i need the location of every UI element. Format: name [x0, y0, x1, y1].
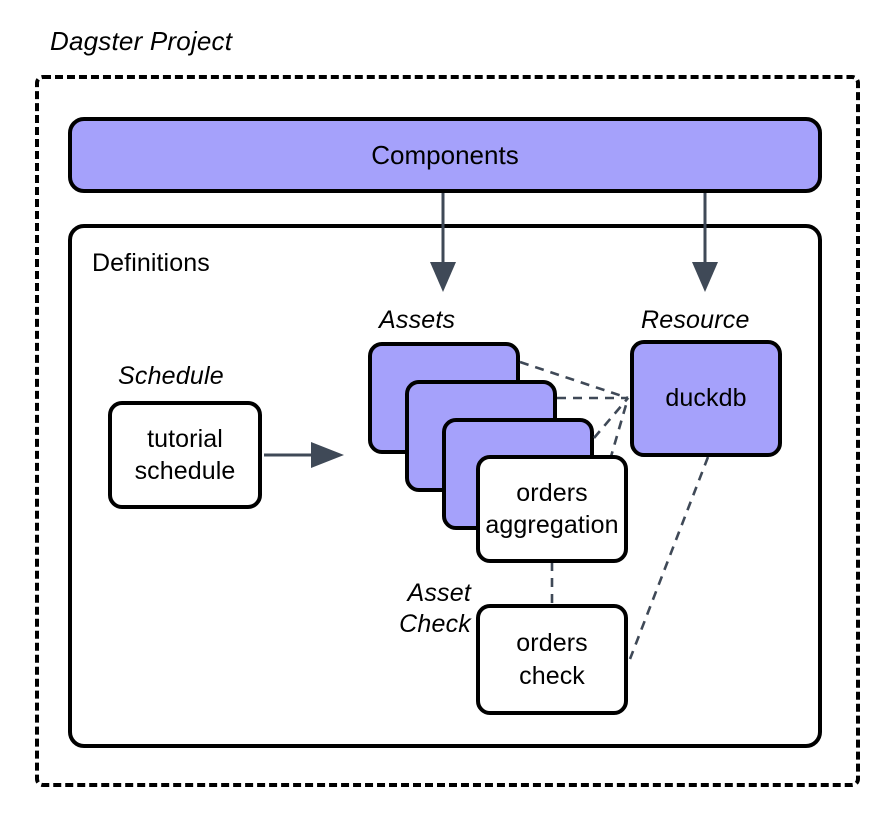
components-box[interactable]: Components [68, 117, 822, 193]
schedule-group-label: Schedule [118, 362, 224, 390]
dagster-project-boundary [35, 75, 860, 787]
orders-aggregation-node[interactable]: orders aggregation [476, 455, 628, 563]
resource-group-label: Resource [641, 306, 750, 334]
tutorial-schedule-node[interactable]: tutorial schedule [108, 401, 262, 509]
asset-check-group-label: Asset Check [399, 579, 471, 638]
assets-group-label: Assets [379, 306, 456, 334]
orders-check-node[interactable]: orders check [476, 604, 628, 715]
definitions-label: Definitions [92, 249, 210, 277]
project-title: Dagster Project [50, 26, 233, 56]
components-label: Components [371, 139, 519, 170]
duckdb-node[interactable]: duckdb [630, 340, 782, 457]
